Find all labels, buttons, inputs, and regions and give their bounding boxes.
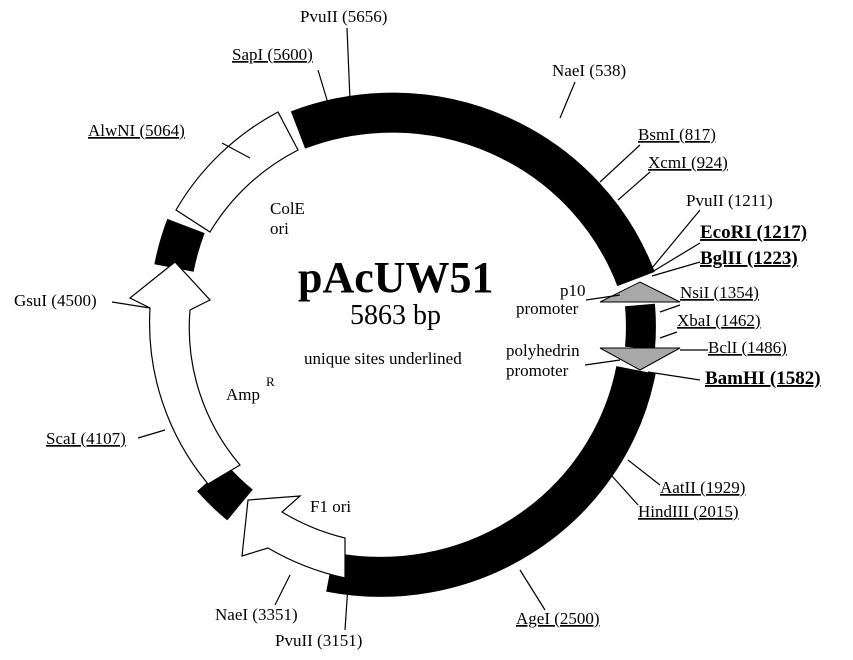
cole-ori-label-line1: ColE [270,199,305,218]
polyhedrin-label-line1: polyhedrin [506,341,580,360]
backbone-mid-arc [625,303,656,350]
site-label-bamhi-1582: BamHI (1582) [705,368,821,389]
site-labels: PvuII (5656) SapI (5600) NaeI (538) AlwN… [14,7,821,650]
polyhedrin-label-line2: promoter [506,361,569,380]
f1-ori-arrow [241,495,346,579]
cole-ori-label-line2: ori [270,219,289,238]
site-label-ecori-1217: EcoRI (1217) [700,222,807,243]
ampr-label: Amp [226,385,260,404]
site-label-xcmi-924: XcmI (924) [648,153,728,172]
site-label-naei-3351: NaeI (3351) [215,605,298,624]
ampr-arrow [128,261,241,485]
p10-label-line2: promoter [516,299,579,318]
plasmid-size: 5863 bp [350,300,441,331]
site-label-hindiii-2015: HindIII (2015) [638,502,739,521]
site-label-pvuii-1211: PvuII (1211) [686,191,773,210]
site-label-bsmi-817: BsmI (817) [638,125,716,144]
site-label-agei-2500: AgeI (2500) [516,609,600,628]
site-label-bcli-1486: BclI (1486) [708,338,787,357]
site-label-pvuii-3151: PvuII (3151) [275,631,362,650]
f1-ori-label: F1 ori [310,497,351,516]
backbone-bottom-arc [326,366,656,597]
site-label-alwni-5064: AlwNI (5064) [88,121,185,140]
p10-promoter-arrow [599,281,681,303]
backbone-lower-left-small-arc [197,464,254,521]
site-label-naei-538: NaeI (538) [552,61,626,80]
site-label-aatii-1929: AatII (1929) [660,478,745,497]
site-label-scai-4107: ScaI (4107) [46,429,126,448]
p10-label-line1: p10 [560,281,586,300]
cole-ori-block [175,111,299,233]
ampr-superscript: R [266,374,275,389]
site-label-pvuii-5656: PvuII (5656) [300,7,387,26]
feature-labels: ColE ori Amp R F1 ori p10 promoter polyh… [226,199,586,516]
polyhedrin-promoter-arrow [599,347,681,371]
site-label-nsii-1354: NsiI (1354) [680,283,759,302]
site-ticks [111,27,708,631]
center-text: pAcUW51 5863 bp unique sites underlined [298,253,494,368]
backbone-left-small-arc [154,218,205,273]
site-label-xbai-1462: XbaI (1462) [677,311,761,330]
unique-sites-note: unique sites underlined [304,349,462,368]
site-label-gsui-4500: GsuI (4500) [14,291,97,310]
plasmid-name: pAcUW51 [298,253,494,302]
site-label-sapi-5600: SapI (5600) [232,45,313,64]
ampr-label-text: Amp [226,385,260,404]
backbone-top-arc [290,92,655,287]
site-label-bglii-1223: BglII (1223) [700,248,798,269]
